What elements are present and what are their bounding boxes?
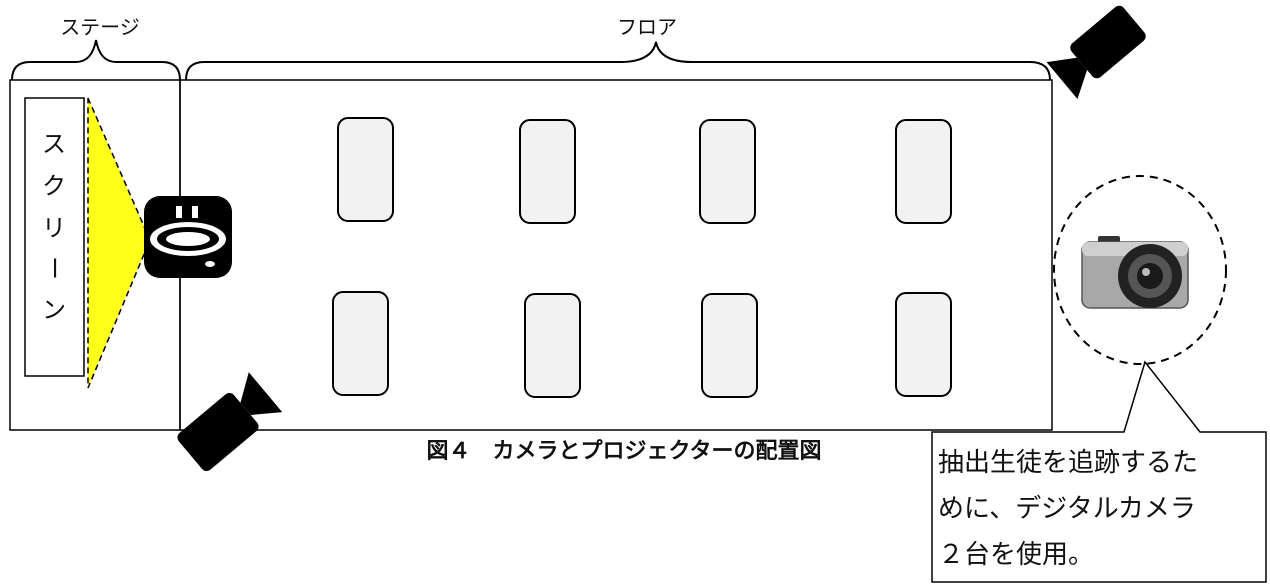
desk bbox=[519, 119, 576, 224]
svg-text:ス: ス bbox=[42, 130, 66, 158]
screen bbox=[24, 97, 85, 377]
floor-label: フロア bbox=[617, 15, 677, 39]
projector-icon bbox=[144, 196, 232, 278]
camera-zone bbox=[1053, 175, 1227, 365]
desk bbox=[337, 117, 394, 222]
callout-line: 抽出生徒を追跡するた bbox=[938, 448, 1199, 478]
stage-label: ステージ bbox=[60, 15, 140, 39]
screen-label: ス ク リ ー ン bbox=[40, 130, 68, 324]
callout-line: ２台を使用。 bbox=[938, 540, 1095, 570]
desk bbox=[332, 291, 389, 396]
desk bbox=[895, 292, 952, 397]
stage-brace bbox=[11, 39, 181, 81]
svg-text:リ: リ bbox=[42, 214, 66, 242]
desk bbox=[895, 119, 952, 224]
desk bbox=[701, 293, 758, 398]
desk bbox=[699, 119, 756, 224]
projection-beam bbox=[87, 97, 151, 389]
callout-line: めに、デジタルカメラ bbox=[938, 494, 1196, 524]
video-camera-icon bbox=[1046, 5, 1146, 99]
callout-text: 抽出生徒を追跡するた めに、デジタルカメラ ２台を使用。 bbox=[938, 440, 1268, 578]
floor-brace bbox=[185, 41, 1051, 81]
digital-camera-icon bbox=[1081, 236, 1189, 309]
figure-caption: 図４ カメラとプロジェクターの配置図 bbox=[426, 439, 821, 464]
svg-text:ン: ン bbox=[42, 296, 66, 324]
callout-box bbox=[931, 360, 1267, 583]
svg-text:ー: ー bbox=[40, 256, 68, 280]
desk bbox=[524, 293, 581, 398]
svg-text:ク: ク bbox=[42, 172, 66, 200]
video-camera-icon bbox=[177, 372, 283, 472]
